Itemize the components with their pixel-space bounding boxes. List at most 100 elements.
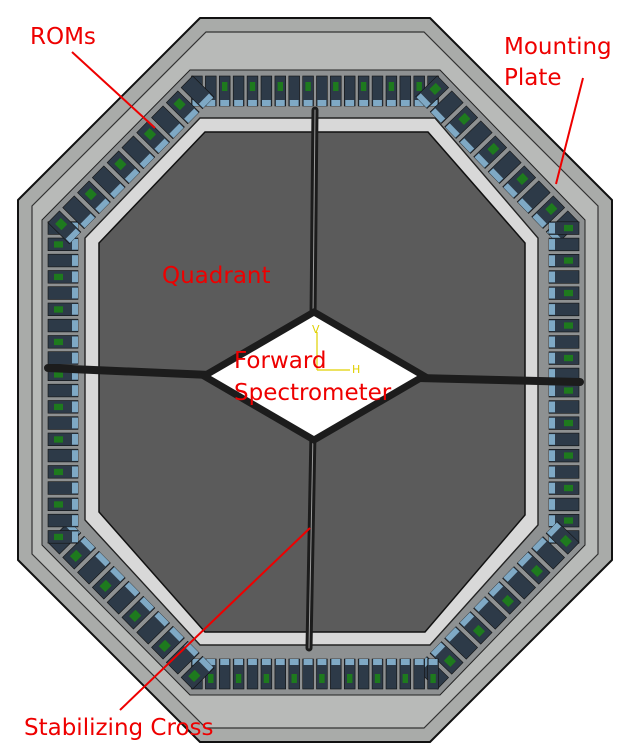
rom-module-electronics	[206, 659, 216, 665]
rom-module-board	[545, 202, 558, 215]
rom-module-electronics	[275, 659, 285, 665]
rom-module	[77, 180, 111, 215]
rom-module-board	[443, 654, 456, 668]
rom-module	[47, 302, 79, 316]
rom-module	[487, 150, 522, 184]
rom-module-board	[263, 674, 270, 683]
rom-module-board	[458, 112, 471, 125]
rom-module	[165, 90, 200, 125]
rom-module-electronics	[549, 369, 555, 380]
rom-module	[548, 481, 580, 495]
rom-module	[344, 658, 356, 690]
roms-pointer	[71, 51, 156, 129]
rom-module	[316, 75, 328, 107]
rom-module	[47, 530, 79, 544]
rom-module-electronics	[414, 100, 424, 106]
rom-module-board	[487, 142, 500, 155]
rom-module-electronics	[198, 93, 214, 108]
rom-module	[316, 658, 328, 690]
rom-module-board	[54, 371, 63, 378]
rom-module	[502, 165, 537, 199]
rom-module	[47, 465, 79, 479]
rom-module-board	[516, 172, 529, 185]
rom-module-board	[54, 241, 63, 248]
forward-spectrometer-opening	[197, 307, 431, 445]
rom-module	[246, 658, 259, 690]
rom-module-board	[277, 82, 283, 91]
rom-module-electronics	[503, 567, 518, 582]
rom-module	[62, 195, 97, 230]
rom-module	[548, 465, 580, 479]
rom-module-electronics	[428, 659, 438, 665]
rom-module-electronics	[72, 336, 78, 348]
rom-module	[47, 318, 79, 333]
rom-module-electronics	[387, 659, 396, 665]
rom-module-electronics	[184, 108, 199, 123]
rom-module-electronics	[262, 659, 271, 665]
rom-module-electronics	[414, 659, 424, 665]
rom-module-electronics	[72, 515, 78, 526]
rom-module-board	[208, 674, 214, 683]
rom-module	[47, 335, 79, 349]
rom-module-electronics	[72, 255, 78, 266]
rom-module-electronics	[206, 100, 216, 106]
rom-module-electronics	[488, 582, 504, 597]
rom-module-electronics	[549, 320, 555, 332]
rom-module-electronics	[139, 597, 155, 612]
stabilizing-cross-pointer	[119, 527, 311, 711]
rom-module-electronics	[198, 657, 214, 672]
rom-module	[548, 513, 580, 528]
rom-module	[47, 351, 79, 365]
rom-module-electronics	[154, 138, 169, 153]
rom-module-electronics	[303, 100, 313, 106]
rom-module-electronics	[234, 659, 243, 665]
rom-module	[548, 254, 580, 268]
rom-module-electronics	[400, 100, 410, 106]
rom-module	[516, 551, 551, 585]
rom-module	[232, 658, 245, 690]
rom-module-electronics	[373, 659, 382, 665]
rom-module	[344, 75, 356, 107]
rom-module-electronics	[72, 238, 78, 250]
rom-module-board	[347, 674, 353, 683]
rom-module-electronics	[169, 627, 184, 642]
rom-module-board	[402, 674, 408, 683]
rom-module-electronics	[80, 537, 95, 552]
rom-module	[330, 658, 342, 690]
rom-module	[399, 75, 411, 107]
rom-module-electronics	[331, 659, 341, 665]
rom-module-electronics	[72, 498, 78, 510]
rom-module-electronics	[532, 537, 547, 552]
rom-module	[429, 641, 464, 675]
rom-module-electronics	[549, 222, 555, 234]
rom-module-board	[129, 609, 142, 622]
rom-module	[151, 625, 185, 660]
rom-module-electronics	[459, 138, 475, 153]
rom-module	[548, 432, 580, 447]
rom-module-electronics	[445, 627, 460, 642]
rom-module	[531, 195, 566, 229]
rom-module-electronics	[373, 100, 382, 106]
rom-module	[548, 319, 580, 333]
rom-module-electronics	[303, 659, 313, 665]
rom-module	[548, 416, 580, 430]
rom-module	[458, 611, 493, 645]
rom-module	[288, 658, 300, 690]
rom-module-electronics	[124, 168, 140, 183]
rom-module-board	[188, 669, 201, 682]
rom-module	[91, 165, 126, 200]
rom-module	[548, 237, 580, 252]
rom-module-electronics	[72, 352, 78, 364]
rom-module	[473, 596, 507, 630]
rom-module	[516, 180, 551, 214]
rom-module	[218, 75, 231, 107]
rom-module-electronics	[400, 659, 410, 665]
rom-module	[399, 658, 411, 690]
axis-marker-v: V	[312, 323, 320, 336]
stabilizing-cross	[44, 106, 584, 652]
rom-module-board	[564, 484, 573, 492]
rom-module-electronics	[95, 552, 110, 567]
rom-module-board	[99, 579, 112, 592]
rom-module	[47, 513, 79, 528]
rom-module-electronics	[72, 466, 78, 478]
